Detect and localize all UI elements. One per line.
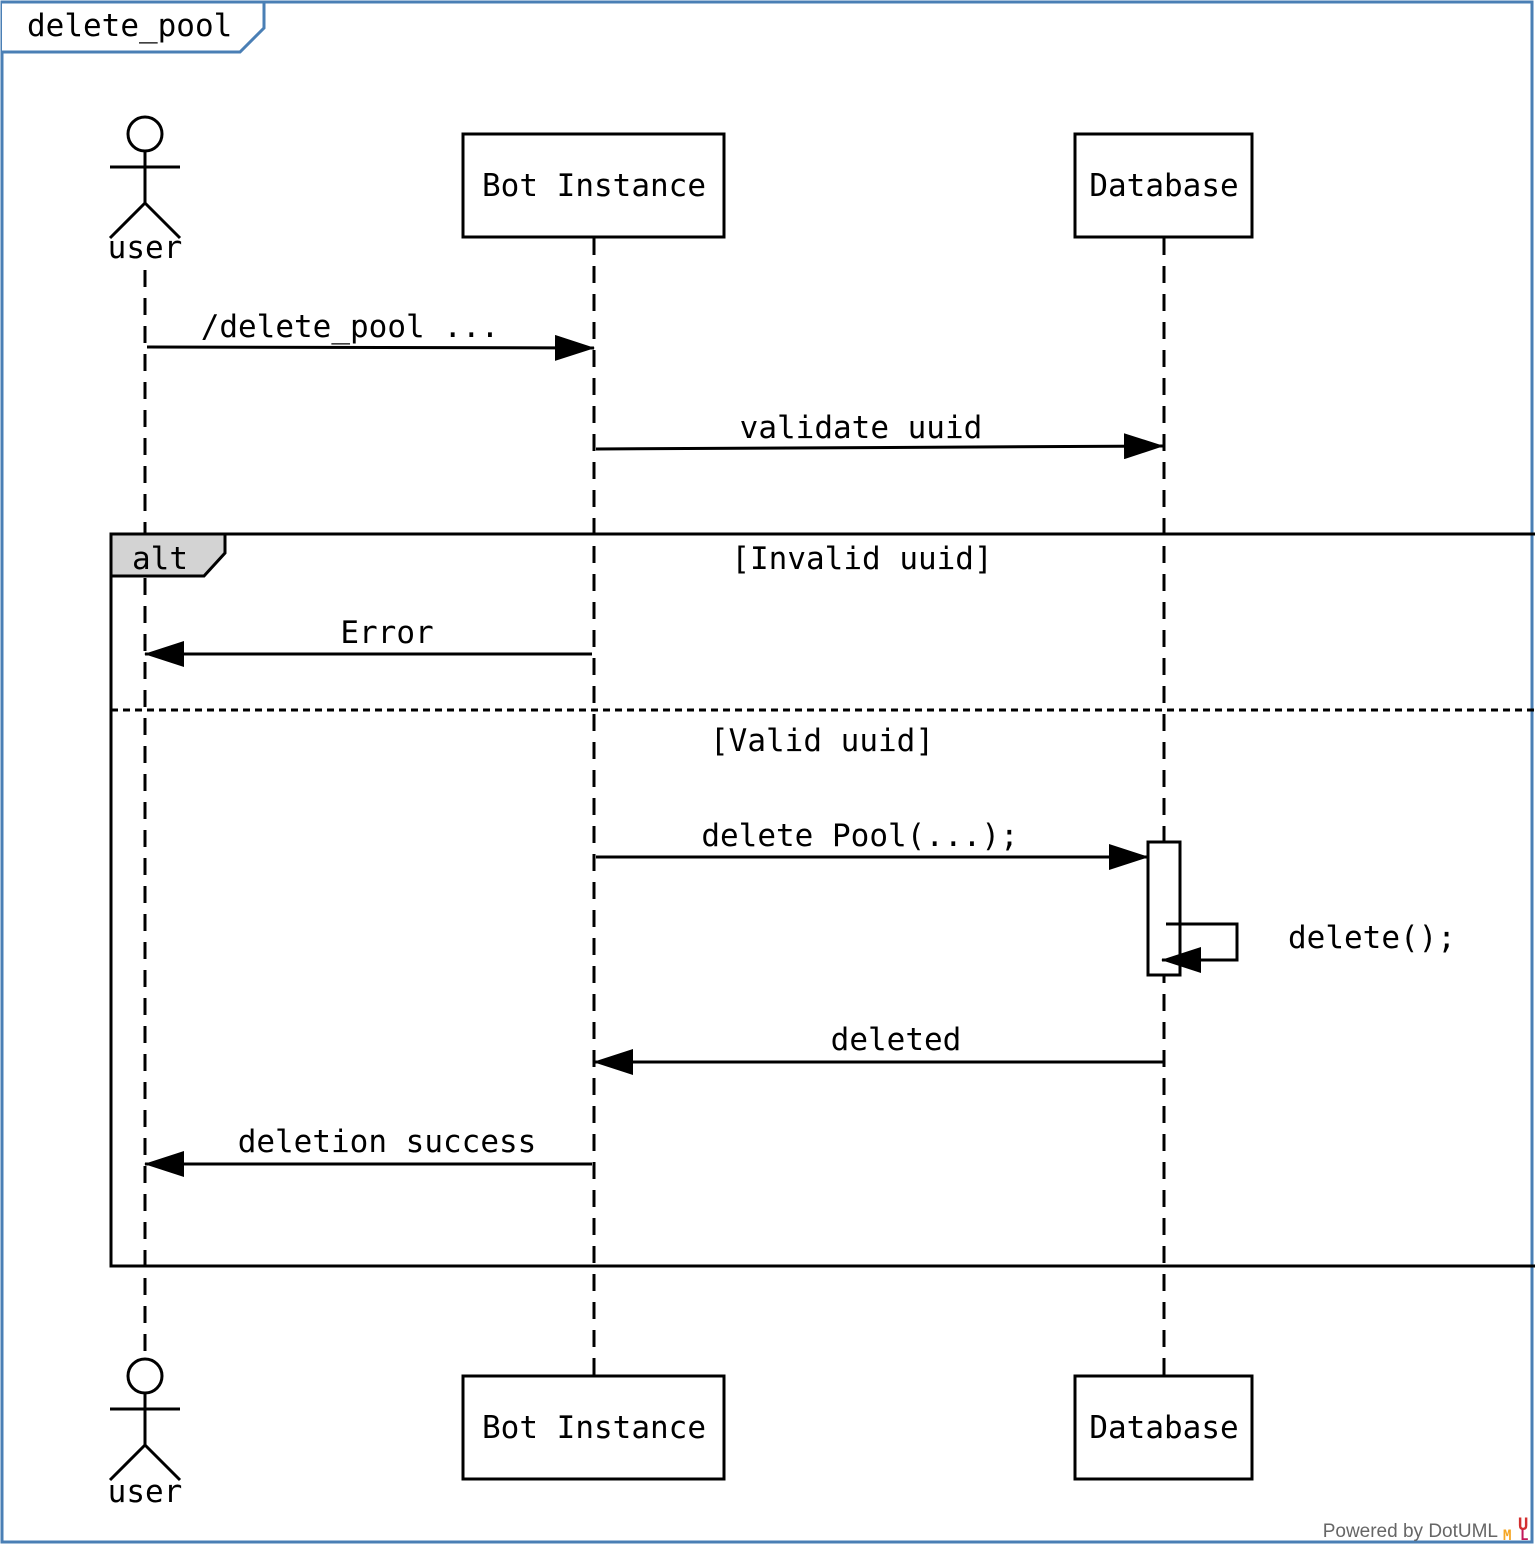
participant-db-label: Database (1089, 1410, 1238, 1446)
logo-letter-u: U (1518, 1515, 1528, 1535)
message-label: /delete_pool ... (201, 309, 500, 345)
actor-head (126, 1357, 164, 1395)
message-validate-uuid: validate uuid (595, 410, 1164, 460)
participant-bot-box (461, 132, 726, 239)
message-delete-pool-command: /delete_pool ... (146, 309, 595, 361)
dotuml-logo-icon: U M L (1503, 1515, 1528, 1544)
message-label: deleted (831, 1022, 962, 1058)
alt-guard-valid: [Valid uuid] (710, 723, 934, 759)
message-deletion-success: deletion success (144, 1124, 592, 1177)
participant-bot-top: Bot Instance (461, 132, 726, 239)
participant-bot-label: Bot Instance (482, 1410, 706, 1446)
message-delete-pool-call: delete Pool(...); (596, 818, 1149, 870)
logo-letter-m: M (1503, 1528, 1511, 1544)
participant-bot-box (461, 1374, 726, 1481)
alt-fragment-border (109, 532, 1535, 1268)
participant-user-label: user (108, 230, 183, 266)
frame-title-tab (2, 0, 266, 54)
participant-db-box (1073, 1374, 1254, 1481)
message-label: Error (340, 615, 433, 651)
actor-leg-left (108, 1443, 147, 1482)
logo-letter-l: L (1520, 1528, 1528, 1544)
participant-bot-label: Bot Instance (482, 168, 706, 204)
actor-leg-left (108, 201, 147, 240)
message-arrow (1161, 922, 1239, 973)
frame-title: delete_pool (27, 8, 232, 44)
alt-operator-label: alt (132, 541, 188, 577)
participant-db-top: Database (1073, 132, 1254, 239)
participant-bot-bottom: Bot Instance (461, 1374, 726, 1481)
participant-db-box (1073, 132, 1254, 239)
participant-db-bottom: Database (1073, 1374, 1254, 1481)
message-error: Error (144, 615, 592, 667)
message-label: validate uuid (740, 410, 983, 446)
participant-user-top: user (108, 115, 183, 266)
alt-fragment: alt [Invalid uuid] [Valid uuid] (109, 532, 1535, 1268)
actor-head (126, 115, 164, 153)
powered-by-credit: Powered by DotUML (1323, 1521, 1498, 1542)
alt-guard-invalid: [Invalid uuid] (731, 541, 992, 577)
participant-user-label: user (108, 1474, 183, 1510)
participant-user-bottom: user (108, 1357, 183, 1510)
alt-operator-tab (109, 532, 227, 578)
actor-leg-right (143, 201, 182, 240)
message-label: deletion success (238, 1124, 537, 1160)
message-self-delete: delete(); (1161, 920, 1456, 973)
message-deleted: deleted (593, 1022, 1164, 1075)
participant-db-label: Database (1089, 168, 1238, 204)
message-label: delete(); (1288, 920, 1456, 956)
message-arrow (146, 334, 595, 361)
message-label: delete Pool(...); (701, 818, 1018, 854)
message-arrow (595, 433, 1164, 460)
activation-db (1146, 840, 1182, 977)
actor-leg-right (143, 1443, 182, 1482)
